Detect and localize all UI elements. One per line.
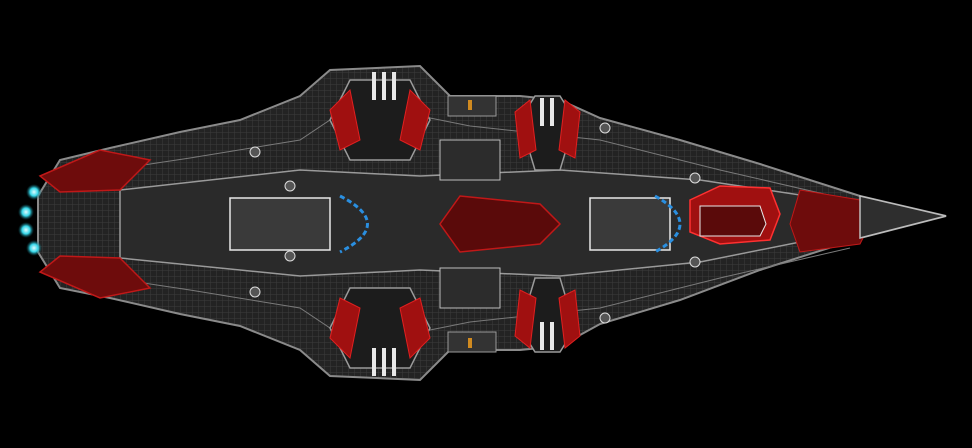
prow bbox=[859, 195, 947, 239]
engine-glow-3 bbox=[18, 222, 34, 238]
rear-fin-top bbox=[38, 149, 152, 193]
engines bbox=[18, 184, 42, 256]
central-section bbox=[439, 95, 562, 353]
engine-glow-1 bbox=[26, 184, 42, 200]
bridge-modules bbox=[229, 194, 682, 254]
rear-fin-bottom bbox=[38, 255, 152, 299]
engine-glow-4 bbox=[26, 240, 42, 256]
turret-pod-top-left bbox=[329, 72, 431, 161]
turret-pod-bottom-left bbox=[329, 287, 431, 376]
turret-pod-top-right bbox=[514, 95, 581, 171]
engine-glow-2 bbox=[18, 204, 34, 220]
rear-fins bbox=[38, 149, 152, 299]
forward-red-cluster bbox=[689, 185, 871, 253]
point-defense-turrets bbox=[249, 122, 701, 324]
turret-pod-bottom-right bbox=[514, 277, 581, 353]
